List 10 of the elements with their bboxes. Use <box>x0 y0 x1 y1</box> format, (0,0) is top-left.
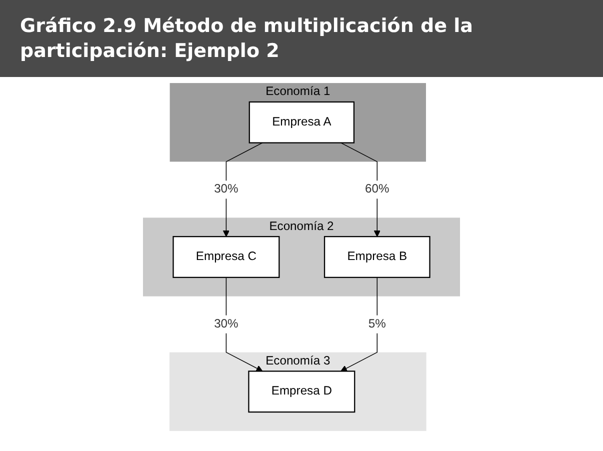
title-banner: Gráfico 2.9 Método de multiplicación de la participación: Ejemplo 2 <box>0 0 603 78</box>
node-box: Empresa C <box>172 236 280 278</box>
arrow <box>340 277 378 372</box>
node-box: Empresa D <box>248 371 356 413</box>
edge-label: 30% <box>214 183 238 196</box>
node-box: Empresa B <box>324 236 430 278</box>
edge-label: 30% <box>214 318 238 331</box>
edge-label: 5% <box>368 318 386 331</box>
node-box: Empresa A <box>248 102 355 144</box>
edge-label: 60% <box>365 183 390 196</box>
